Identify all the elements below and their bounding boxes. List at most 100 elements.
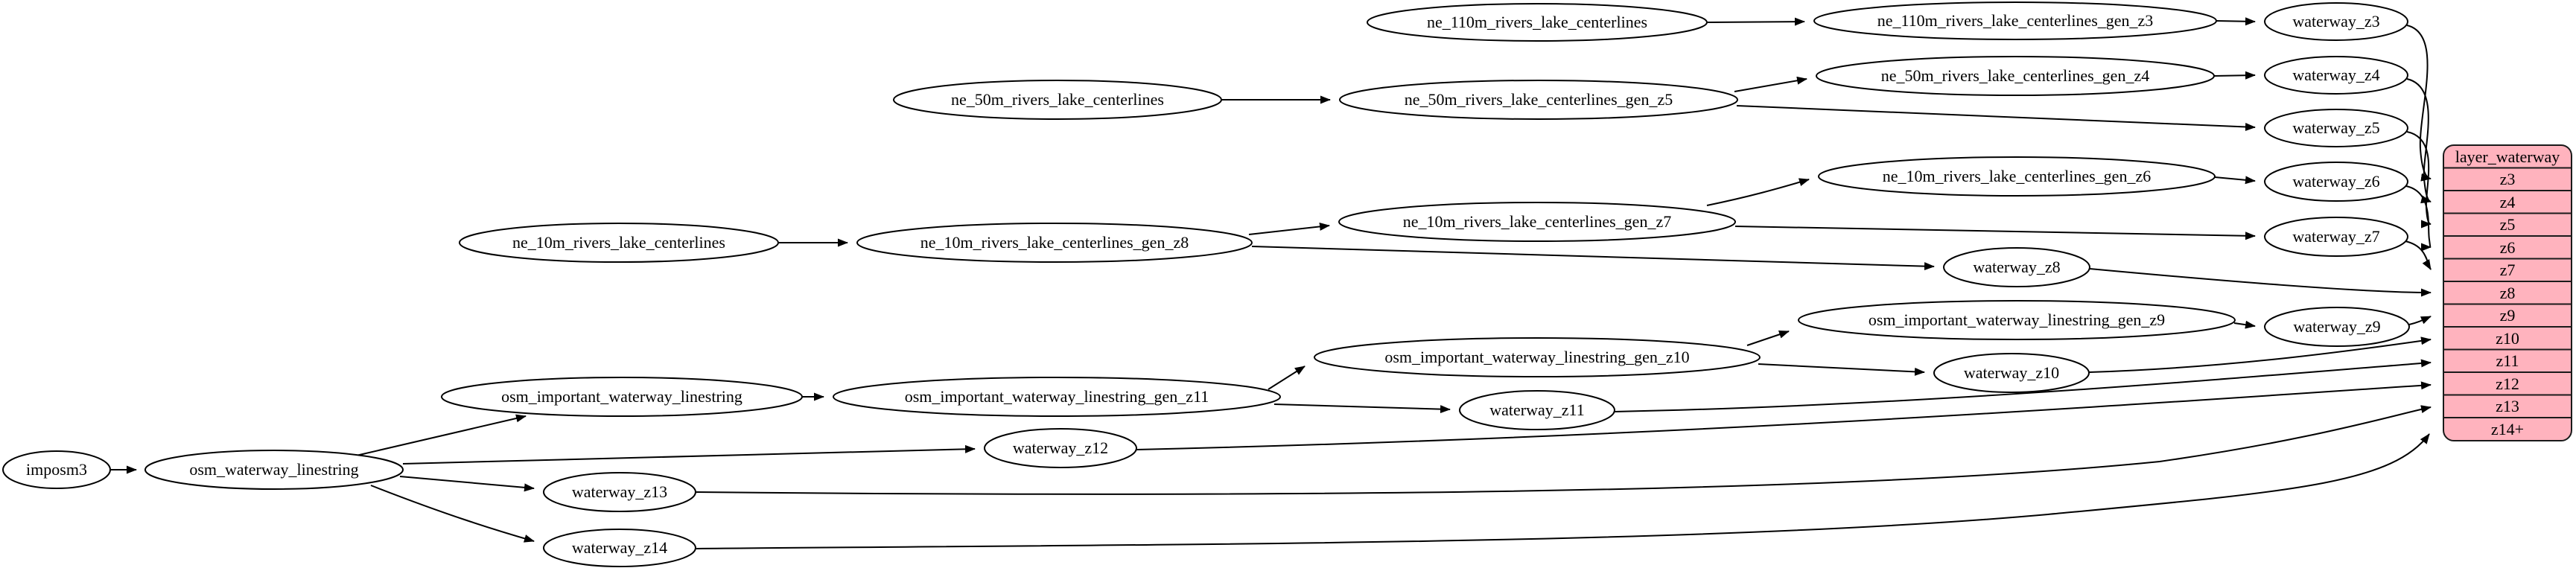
node-osm_important_waterway_linestring_gen_z9: osm_important_waterway_linestring_gen_z9 <box>1798 300 2236 340</box>
svg-text:waterway_z4: waterway_z4 <box>2292 66 2379 84</box>
edge-gen_z10--waterway_z10 <box>1758 363 1925 376</box>
node-ne_50m_rivers_lake_centerlines_gen_z4: ne_50m_rivers_lake_centerlines_gen_z4 <box>1816 56 2215 96</box>
edge-osm_waterway_linestring--waterway_z13 <box>399 476 535 492</box>
edge-waterway_z4--layer_waterway-z4 <box>2406 78 2432 204</box>
node-waterway_z12: waterway_z12 <box>984 428 1137 468</box>
svg-text:waterway_z13: waterway_z13 <box>572 482 667 501</box>
node-ne_110m_rivers_lake_centerlines_gen_z3: ne_110m_rivers_lake_centerlines_gen_z3 <box>1813 1 2217 40</box>
edge-waterway_z14--layer_waterway-z14plus <box>696 433 2430 549</box>
record-row-z6: z6 <box>2500 238 2516 257</box>
record-row-z10: z10 <box>2496 329 2519 348</box>
edge-waterway_z6--layer_waterway-z6 <box>2405 185 2432 252</box>
edge-gen_z7--waterway_z7 <box>1734 226 2256 240</box>
edge-waterway_z7--layer_waterway-z7 <box>2405 240 2432 270</box>
svg-text:waterway_z12: waterway_z12 <box>1013 438 1108 457</box>
edge-waterway_z9--layer_waterway-z9 <box>2408 316 2432 325</box>
edge-gen_z8--waterway_z8 <box>1251 246 1935 271</box>
record-row-z7: z7 <box>2500 261 2516 279</box>
record-row-z5: z5 <box>2500 215 2516 234</box>
edge-osm_waterway_linestring--waterway_z12 <box>402 444 976 465</box>
edge-gen_z5--gen_z4 <box>1734 76 1807 92</box>
svg-text:imposm3: imposm3 <box>26 460 87 479</box>
node-waterway_z11: waterway_z11 <box>1459 390 1615 430</box>
node-osm_waterway_linestring: osm_waterway_linestring <box>144 450 404 490</box>
svg-text:ne_10m_rivers_lake_centerlines: ne_10m_rivers_lake_centerlines_gen_z6 <box>1883 167 2151 185</box>
svg-text:waterway_z6: waterway_z6 <box>2292 172 2379 191</box>
edge-waterway_z8--layer_waterway-z8 <box>2089 268 2432 297</box>
edge-gen_z7--gen_z6 <box>1706 178 1810 206</box>
svg-text:osm_important_waterway_linestr: osm_important_waterway_linestring_gen_z1… <box>905 387 1209 406</box>
node-waterway_z14: waterway_z14 <box>543 529 696 567</box>
record-row-z12: z12 <box>2496 374 2519 393</box>
svg-text:ne_10m_rivers_lake_centerlines: ne_10m_rivers_lake_centerlines <box>512 233 725 252</box>
edge-gen_z4--waterway_z4 <box>2213 71 2256 80</box>
edge-gen_z9--waterway_z9 <box>2233 320 2256 329</box>
svg-text:waterway_z5: waterway_z5 <box>2292 118 2379 137</box>
record-layer_waterway: layer_waterway z3 z4 z5 z6 z7 z8 z9 z10 … <box>2443 144 2572 441</box>
node-waterway_z13: waterway_z13 <box>543 472 696 512</box>
node-waterway_z4: waterway_z4 <box>2264 56 2408 95</box>
record-row-z4: z4 <box>2500 193 2516 211</box>
edge-gen_z5--waterway_z5 <box>1736 105 2256 131</box>
node-ne_10m_rivers_lake_centerlines: ne_10m_rivers_lake_centerlines <box>459 223 779 263</box>
svg-text:waterway_z11: waterway_z11 <box>1489 401 1584 419</box>
nodes-layer: imposm3 osm_waterway_linestring osm_impo… <box>2 1 2410 567</box>
edge-gen_z10--gen_z9 <box>1746 330 1790 346</box>
record-row-z3: z3 <box>2500 170 2516 188</box>
edge-gen_z8--gen_z7 <box>1248 222 1330 235</box>
node-waterway_z6: waterway_z6 <box>2264 162 2408 202</box>
svg-text:ne_110m_rivers_lake_centerline: ne_110m_rivers_lake_centerlines <box>1427 13 1647 31</box>
edge-waterway_z10--layer_waterway-z10 <box>2088 336 2432 373</box>
svg-text:ne_10m_rivers_lake_centerlines: ne_10m_rivers_lake_centerlines_gen_z7 <box>1403 212 1671 231</box>
node-ne_110m_rivers_lake_centerlines: ne_110m_rivers_lake_centerlines <box>1367 3 1708 42</box>
edge-gen_z11--waterway_z11 <box>1273 403 1451 414</box>
record-row-z14plus: z14+ <box>2491 420 2524 438</box>
node-imposm3: imposm3 <box>2 450 111 489</box>
edge-osm_waterway_linestring--osm_important_waterway_linestring <box>352 414 527 457</box>
edge-gen_z11--gen_z10 <box>1268 366 1306 390</box>
svg-text:ne_50m_rivers_lake_centerlines: ne_50m_rivers_lake_centerlines_gen_z5 <box>1405 90 1673 109</box>
svg-text:waterway_z10: waterway_z10 <box>1964 363 2059 382</box>
record-row-z11: z11 <box>2496 351 2519 370</box>
svg-text:waterway_z7: waterway_z7 <box>2292 227 2379 246</box>
svg-text:osm_important_waterway_linestr: osm_important_waterway_linestring_gen_z1… <box>1384 348 1689 366</box>
node-ne_10m_rivers_lake_centerlines_gen_z8: ne_10m_rivers_lake_centerlines_gen_z8 <box>856 223 1253 263</box>
svg-text:ne_10m_rivers_lake_centerlines: ne_10m_rivers_lake_centerlines_gen_z8 <box>920 233 1189 252</box>
record-row-z9: z9 <box>2500 306 2516 325</box>
node-waterway_z3: waterway_z3 <box>2264 2 2408 41</box>
svg-text:osm_important_waterway_linestr: osm_important_waterway_linestring <box>501 387 742 406</box>
edge-waterway_z11--layer_waterway-z11 <box>1614 359 2432 412</box>
edge-osm_waterway_linestring--waterway_z14 <box>370 485 535 543</box>
node-osm_important_waterway_linestring: osm_important_waterway_linestring <box>441 377 803 417</box>
svg-text:waterway_z9: waterway_z9 <box>2293 317 2380 336</box>
edge-waterway_z12--layer_waterway-z12 <box>1136 381 2432 450</box>
svg-text:osm_waterway_linestring: osm_waterway_linestring <box>189 460 358 479</box>
svg-text:waterway_z14: waterway_z14 <box>572 538 667 557</box>
record-title: layer_waterway <box>2455 147 2560 166</box>
node-osm_important_waterway_linestring_gen_z11: osm_important_waterway_linestring_gen_z1… <box>833 377 1281 417</box>
edge-waterway_z3--layer_waterway-z3 <box>2406 25 2432 182</box>
record-row-z8: z8 <box>2500 284 2516 302</box>
edge-waterway_z13--layer_waterway-z13 <box>696 405 2432 495</box>
node-waterway_z9: waterway_z9 <box>2264 307 2410 347</box>
svg-text:waterway_z3: waterway_z3 <box>2292 12 2379 31</box>
node-ne_50m_rivers_lake_centerlines_gen_z5: ne_50m_rivers_lake_centerlines_gen_z5 <box>1339 80 1738 120</box>
svg-text:ne_50m_rivers_lake_centerlines: ne_50m_rivers_lake_centerlines <box>951 90 1164 109</box>
svg-text:osm_important_waterway_linestr: osm_important_waterway_linestring_gen_z9 <box>1869 310 2165 329</box>
node-ne_10m_rivers_lake_centerlines_gen_z7: ne_10m_rivers_lake_centerlines_gen_z7 <box>1338 202 1736 242</box>
node-waterway_z10: waterway_z10 <box>1933 353 2090 393</box>
record-row-z13: z13 <box>2496 397 2519 415</box>
edge-gen_z3--waterway_z3 <box>2216 17 2256 26</box>
node-waterway_z7: waterway_z7 <box>2264 217 2408 257</box>
svg-text:ne_110m_rivers_lake_centerline: ne_110m_rivers_lake_centerlines_gen_z3 <box>1877 11 2154 30</box>
edge-gen_z6--waterway_z6 <box>2214 176 2256 185</box>
svg-text:waterway_z8: waterway_z8 <box>1973 258 2060 276</box>
svg-text:ne_50m_rivers_lake_centerlines: ne_50m_rivers_lake_centerlines_gen_z4 <box>1881 66 2149 85</box>
node-waterway_z8: waterway_z8 <box>1943 247 2090 287</box>
node-osm_important_waterway_linestring_gen_z10: osm_important_waterway_linestring_gen_z1… <box>1314 337 1761 377</box>
node-ne_50m_rivers_lake_centerlines: ne_50m_rivers_lake_centerlines <box>893 80 1222 120</box>
node-waterway_z5: waterway_z5 <box>2264 109 2408 147</box>
node-ne_10m_rivers_lake_centerlines_gen_z6: ne_10m_rivers_lake_centerlines_gen_z6 <box>1818 156 2216 197</box>
